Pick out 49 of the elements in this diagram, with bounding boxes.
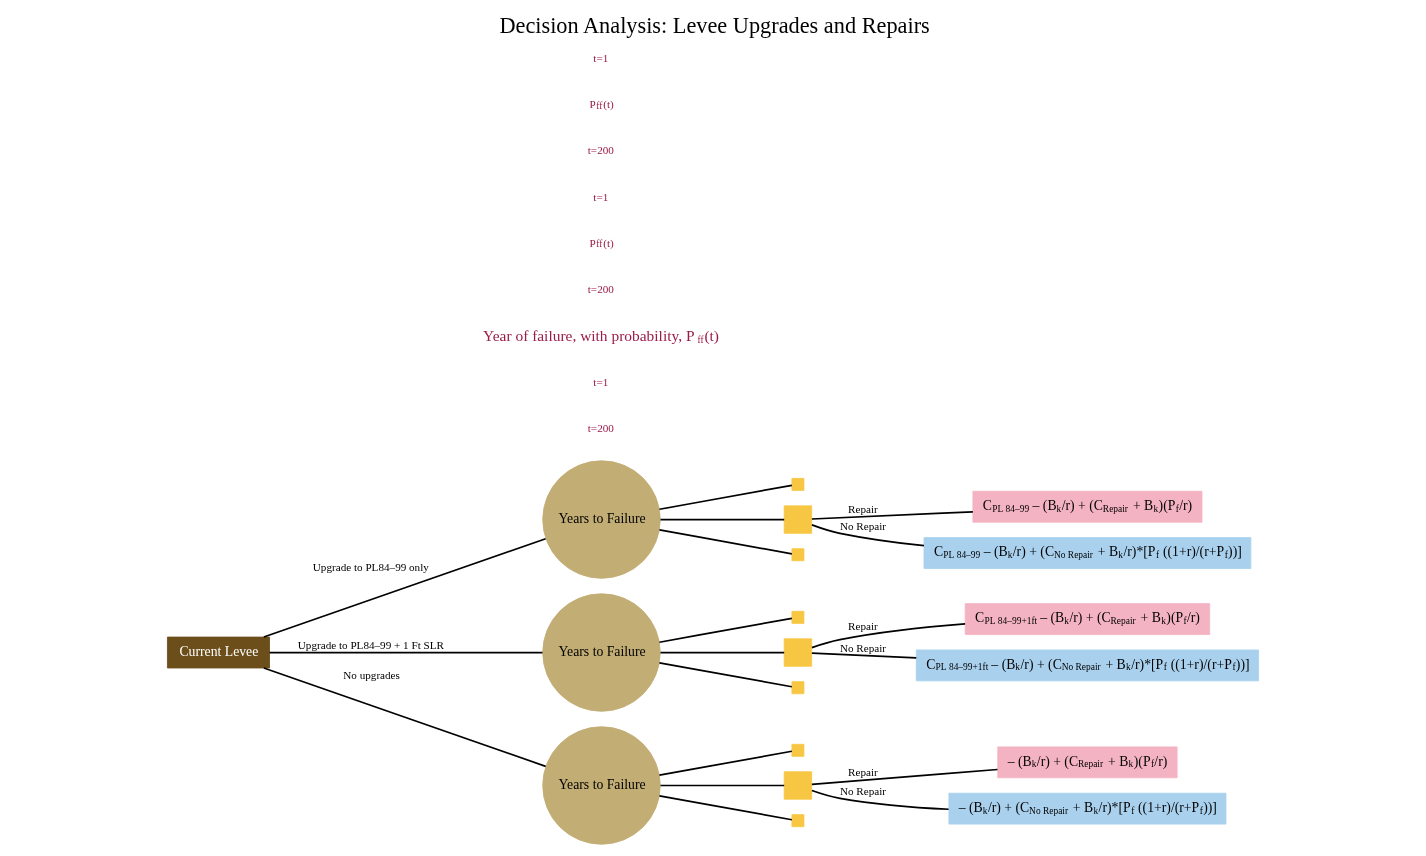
connector — [658, 529, 793, 555]
node-box — [783, 771, 813, 800]
connector — [262, 537, 547, 638]
connector — [658, 484, 793, 511]
connector — [811, 789, 950, 811]
label: t=200 — [587, 422, 614, 435]
edge-label: Upgrade to PL84–99 + 1 Ft SLR — [297, 639, 444, 652]
label: Pff(t) — [589, 237, 614, 250]
node-circle: Years to Failure — [542, 593, 661, 712]
edge-label: No Repair — [839, 785, 887, 798]
edge-label: Repair — [848, 766, 878, 779]
node-box — [791, 548, 805, 562]
label: t=1 — [593, 376, 609, 389]
connector — [658, 617, 793, 644]
node-box — [791, 681, 805, 695]
connector — [659, 784, 786, 787]
edge-label: No Repair — [839, 642, 887, 655]
connector — [658, 750, 793, 777]
connector — [811, 768, 999, 786]
node-box — [783, 505, 813, 534]
connector — [268, 651, 544, 654]
connector — [811, 510, 974, 520]
node-box — [791, 743, 805, 757]
node-circle: Years to Failure — [542, 460, 661, 579]
node-box — [791, 477, 805, 491]
node-box — [783, 638, 813, 667]
label: Pff(t) — [589, 98, 614, 111]
connector — [262, 667, 547, 768]
node-box — [791, 610, 805, 624]
edge-label: Upgrade to PL84–99 only — [312, 561, 429, 574]
edge-label: No upgrades — [343, 668, 400, 681]
node-circle: Years to Failure — [542, 726, 661, 845]
connector — [659, 651, 786, 654]
connector — [811, 623, 966, 649]
label: t=200 — [587, 144, 614, 157]
connector — [658, 662, 793, 688]
edge-label: Repair — [848, 619, 878, 632]
node-box: Current Levee — [167, 636, 270, 669]
node-box — [791, 814, 805, 828]
connector — [811, 652, 918, 659]
label: t=200 — [587, 283, 614, 296]
connector — [811, 524, 925, 547]
connector — [659, 518, 786, 521]
edge-label: No Repair — [839, 520, 887, 533]
connector — [658, 794, 793, 821]
diagram-title: Decision Analysis: Levee Upgrades and Repairs — [499, 13, 930, 39]
label: t=1 — [593, 51, 609, 64]
label: t=1 — [593, 190, 609, 203]
edge-label: Repair — [848, 503, 878, 516]
